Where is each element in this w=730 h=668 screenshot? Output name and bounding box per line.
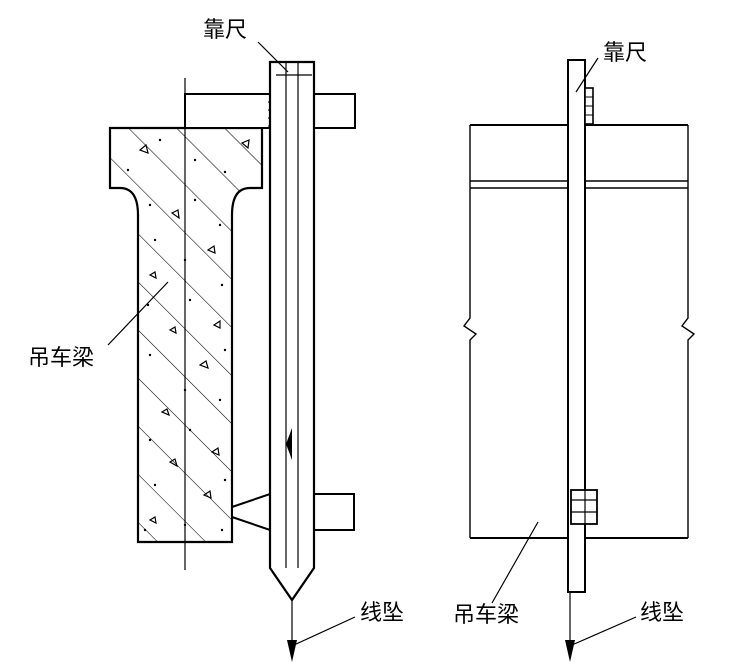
label-left-beam: 吊车梁 — [28, 346, 94, 371]
leader-left-plumb — [293, 616, 356, 646]
guide-ruler — [268, 60, 316, 602]
label-right-ruler: 靠尺 — [603, 41, 647, 66]
label-right-plumb: 线坠 — [640, 601, 684, 626]
right-elevation-view: 靠尺 吊车梁 线坠 — [453, 41, 696, 662]
label-left-ruler: 靠尺 — [203, 18, 247, 43]
label-right-beam: 吊车梁 — [453, 603, 519, 628]
leader-left-ruler — [257, 41, 289, 73]
guide-ruler-right — [567, 59, 586, 593]
plumb-arrow-right — [565, 640, 575, 662]
plumb-arrow — [287, 640, 297, 662]
leader-right-ruler — [575, 57, 599, 93]
label-left-plumb: 线坠 — [360, 601, 404, 626]
leader-left-beam — [107, 281, 169, 346]
beam-left-edge — [462, 125, 478, 538]
beam-right-edge — [680, 125, 696, 538]
leader-right-plumb — [571, 616, 637, 646]
bottom-clamp — [570, 489, 598, 525]
t-beam-section — [108, 126, 264, 544]
left-section-view: 靠尺 吊车梁 线坠 — [28, 18, 404, 662]
concrete-aggregate-marks — [138, 139, 250, 525]
plumb-bob-marker — [286, 428, 292, 460]
leader-right-beam — [491, 521, 539, 604]
